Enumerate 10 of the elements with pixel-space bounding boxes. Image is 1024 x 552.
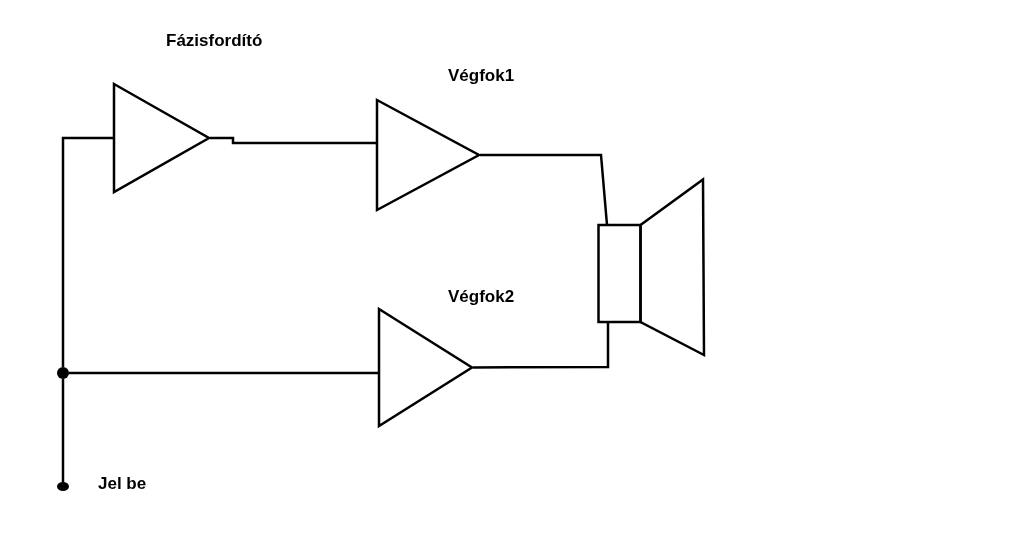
wire — [473, 322, 610, 369]
amplifier-label: Végfok2 — [448, 287, 515, 307]
wire — [61, 136, 113, 367]
wire — [69, 371, 378, 375]
wire — [210, 136, 376, 145]
amplifier-label: Végfok1 — [448, 66, 515, 86]
amplifier-label: Fázisfordító — [166, 31, 263, 51]
wire — [61, 379, 65, 482]
wire — [480, 153, 609, 226]
terminal-label: Jel be — [98, 474, 147, 494]
